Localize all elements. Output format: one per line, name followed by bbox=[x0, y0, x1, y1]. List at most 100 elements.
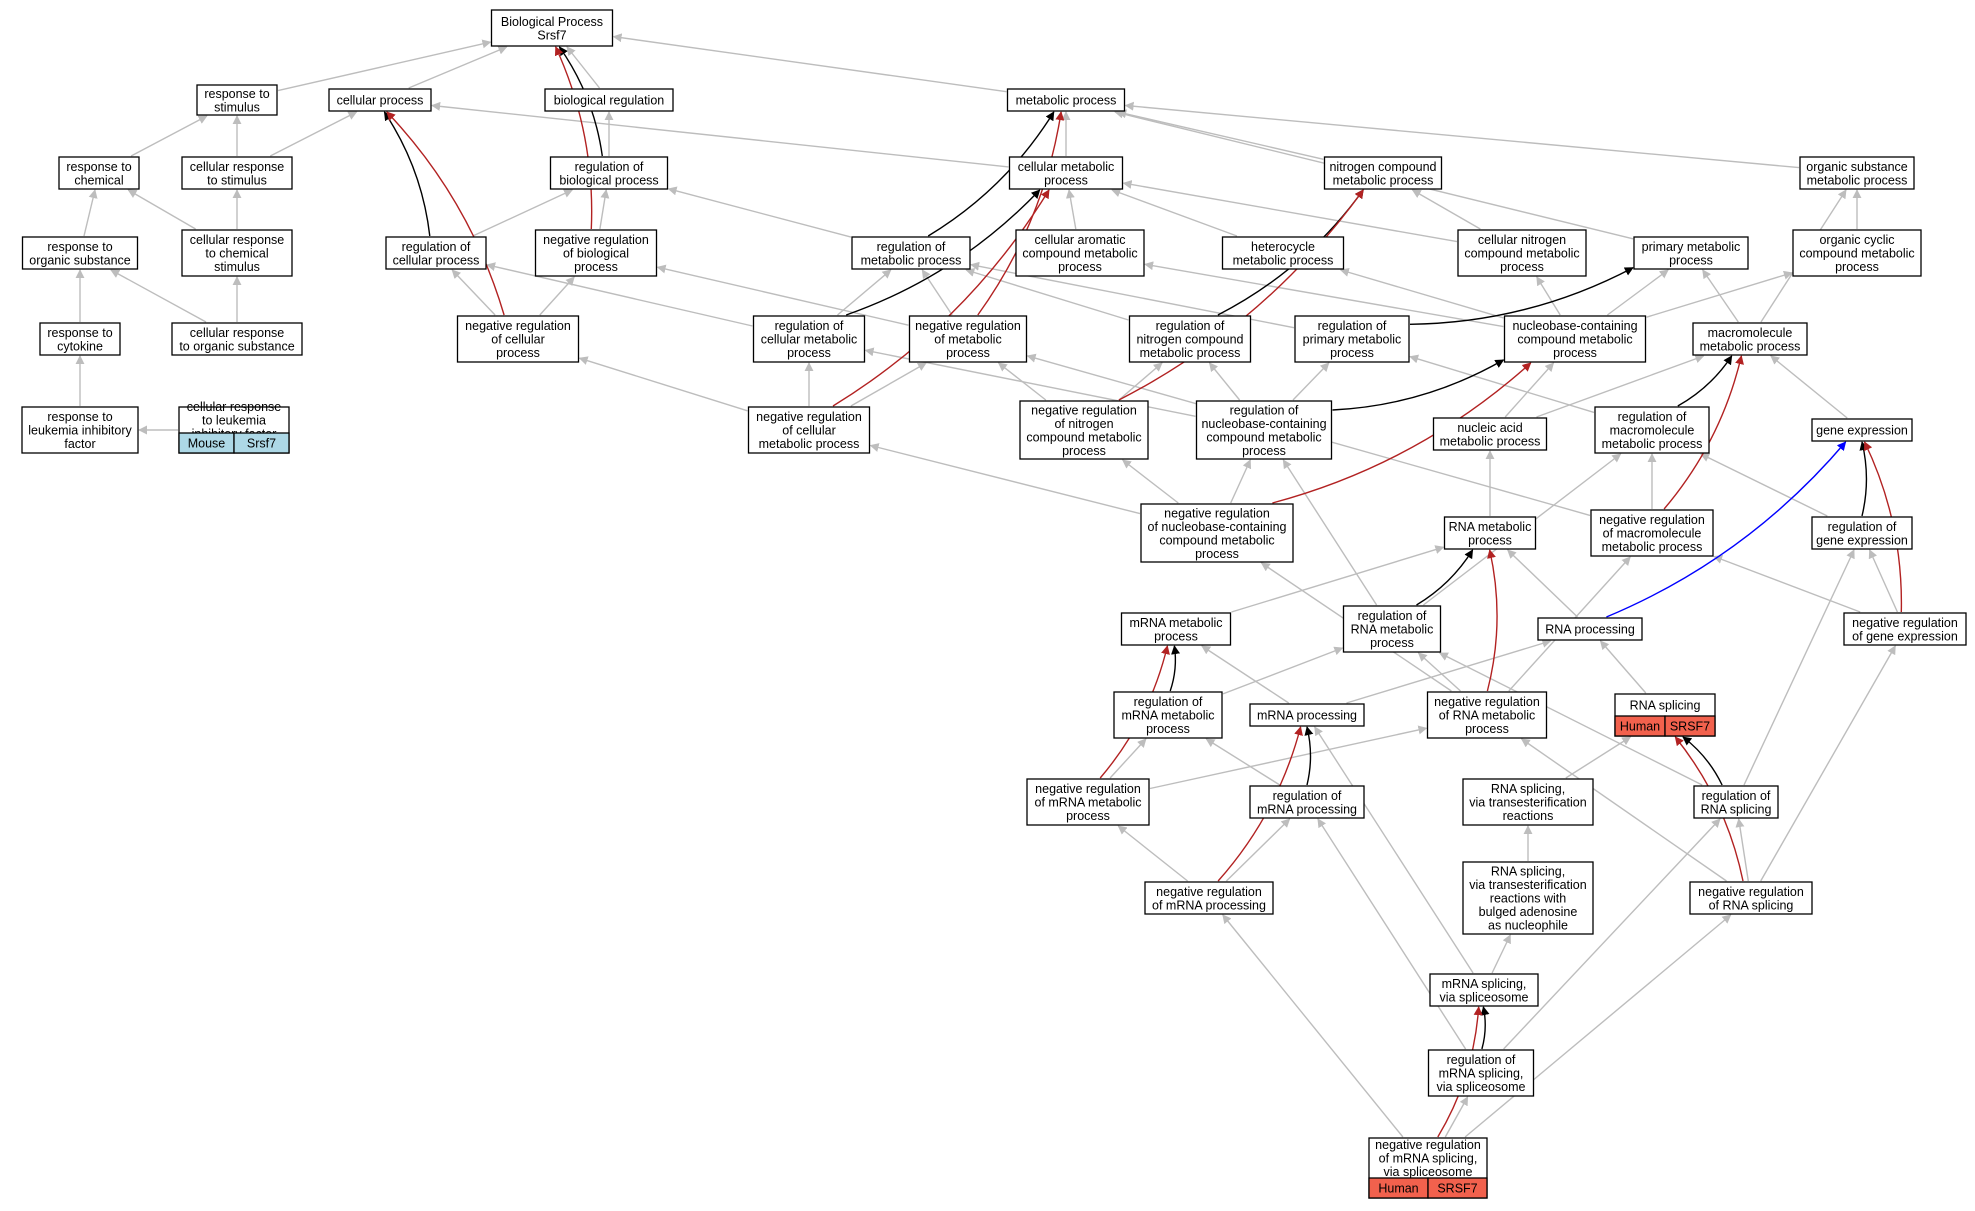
tag-gene-label: Srsf7 bbox=[247, 437, 276, 451]
edge-negatively-regulates bbox=[1486, 549, 1498, 692]
node-label-line: mRNA splicing, bbox=[1442, 977, 1527, 991]
go-term-node-cp[interactable]: cellular process bbox=[328, 88, 432, 112]
node-label-line: metabolic process bbox=[1233, 253, 1334, 267]
node-box bbox=[1323, 156, 1443, 190]
node-label-line: regulation of bbox=[1156, 319, 1225, 333]
node-label-line: of nitrogen bbox=[1054, 417, 1113, 431]
node-label-line: of biological bbox=[563, 247, 629, 261]
go-term-node-ge[interactable]: gene expression bbox=[1811, 418, 1913, 442]
go-term-node-rnap[interactable]: RNA processing bbox=[1537, 617, 1643, 641]
node-label-line: cellular process bbox=[337, 94, 424, 108]
node-box bbox=[1120, 612, 1232, 646]
node-label-line: metabolic process bbox=[1700, 339, 1801, 353]
node-label-line: compound metabolic bbox=[1022, 247, 1137, 261]
node-box bbox=[1693, 785, 1779, 819]
node-label-line: metabolic process bbox=[1333, 173, 1434, 187]
node-label-line: negative regulation bbox=[1434, 695, 1540, 709]
go-term-node-rnccmp[interactable]: regulation ofnucleobase-containingcompou… bbox=[1195, 400, 1333, 460]
edges-layer bbox=[75, 33, 1903, 1138]
edge-is-a bbox=[1491, 934, 1511, 974]
node-label-line: compound metabolic bbox=[1206, 430, 1321, 444]
node-label-line: RNA splicing, bbox=[1491, 865, 1565, 879]
edge-is-a bbox=[1536, 354, 1705, 418]
go-term-node-mrnap[interactable]: mRNA processing bbox=[1249, 703, 1365, 727]
node-label-line: process bbox=[1500, 260, 1544, 274]
node-box bbox=[1633, 236, 1749, 270]
edge-is-a bbox=[130, 115, 208, 157]
go-term-node-mrnas[interactable]: mRNA splicing,via spliceosome bbox=[1429, 973, 1539, 1007]
node-box bbox=[747, 406, 871, 454]
node-label-line: process bbox=[1553, 346, 1597, 360]
node-label-line: compound metabolic bbox=[1026, 430, 1141, 444]
node-box bbox=[1342, 605, 1442, 653]
node-label-line: metabolic process bbox=[861, 253, 962, 267]
edge-is-a bbox=[451, 269, 496, 316]
node-label-line: of gene expression bbox=[1852, 629, 1958, 643]
node-label-line: primary metabolic bbox=[1642, 240, 1741, 254]
node-label-line: metabolic process bbox=[1016, 94, 1117, 108]
edge-is-a bbox=[1222, 646, 1344, 695]
go-term-node-rnast[interactable]: RNA splicing,via transesterificationreac… bbox=[1462, 778, 1594, 826]
node-label-line: negative regulation bbox=[756, 410, 862, 424]
node-label-line: organic substance bbox=[1806, 160, 1908, 174]
go-term-node-br[interactable]: biological regulation bbox=[544, 88, 674, 112]
go-term-node-rnastb[interactable]: RNA splicing,via transesterificationreac… bbox=[1462, 861, 1594, 935]
go-term-node-mp[interactable]: metabolic process bbox=[1006, 88, 1126, 112]
node-box bbox=[1594, 406, 1710, 454]
edge-is-a bbox=[1225, 818, 1291, 882]
node-label-line: response to bbox=[66, 160, 131, 174]
node-label-line: via transesterification bbox=[1469, 796, 1586, 810]
node-box bbox=[1462, 861, 1594, 935]
